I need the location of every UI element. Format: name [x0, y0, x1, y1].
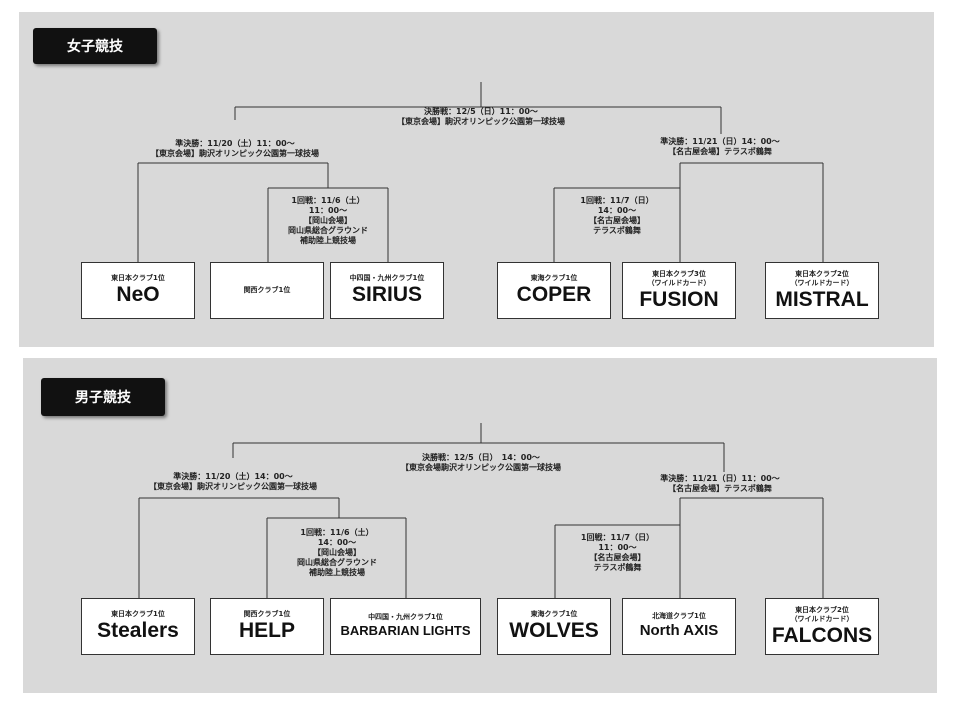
team-name: WOLVES [509, 619, 599, 642]
team-name: MISTRAL [775, 287, 869, 311]
team-name: Stealers [97, 619, 179, 642]
men-round1-right-info: 1回戦：11/7（日） 11：00～ 【名古屋会場】 テラスポ鶴舞 [580, 533, 655, 572]
team-name: FALCONS [771, 623, 873, 647]
women-team-card: 中四国・九州クラブ1位 SIRIUS [330, 262, 444, 319]
women-round1-left-info: 1回戦：11/6（土） 11：00～ 【岡山会場】 岡山県総合グラウンド 補助陸… [288, 196, 368, 245]
men-team-card: 関西クラブ1位 HELP [210, 598, 324, 655]
team-name: NeO [116, 283, 160, 306]
women-team-card: 東海クラブ1位 COPER [497, 262, 611, 319]
women-team-card: 東日本クラブ2位 （ワイルドカード） MISTRAL [765, 262, 879, 319]
women-team-card: 東日本クラブ1位 NeO [81, 262, 195, 319]
men-team-card: 中四国・九州クラブ1位 BARBARIAN LIGHTS [330, 598, 481, 655]
men-team-card: 東日本クラブ1位 Stealers [81, 598, 195, 655]
men-team-card: 北海道クラブ1位 North AXIS [622, 598, 736, 655]
team-seed: 東海クラブ1位 [530, 610, 578, 618]
team-seed: 東日本クラブ2位 （ワイルドカード） [790, 269, 854, 287]
team-name: North AXIS [639, 622, 719, 639]
team-seed: 東日本クラブ1位 [111, 610, 165, 618]
team-seed: 東海クラブ1位 [530, 274, 578, 282]
men-final-info: 決勝戦：12/5（日） 14：00～ 【東京会場駒沢オリンピック公園第一球技場 [401, 453, 561, 472]
men-semi-left-info: 準決勝：11/20（土）14：00～ 【東京会場】駒沢オリンピック公園第一球技場 [149, 472, 317, 491]
team-seed: 関西クラブ1位 [243, 610, 291, 618]
team-seed: 東日本クラブ3位 （ワイルドカード） [647, 269, 711, 287]
team-seed: 関西クラブ1位 [243, 286, 291, 294]
women-team-card: 関西クラブ1位 [210, 262, 324, 319]
women-semi-left-info: 準決勝：11/20（土）11：00～ 【東京会場】駒沢オリンピック公園第一球技場 [151, 139, 319, 158]
men-semi-right-info: 準決勝：11/21（日）11：00～ 【名古屋会場】テラスポ鶴舞 [660, 474, 780, 493]
men-team-card: 東海クラブ1位 WOLVES [497, 598, 611, 655]
team-name: COPER [516, 283, 592, 306]
team-name: BARBARIAN LIGHTS [340, 623, 471, 638]
women-round1-right-info: 1回戦：11/7（日） 14：00～ 【名古屋会場】 テラスポ鶴舞 [580, 196, 654, 235]
team-name: FUSION [639, 287, 719, 311]
women-section-title: 女子競技 [33, 28, 157, 64]
team-seed: 中四国・九州クラブ1位 [349, 274, 425, 282]
team-name: SIRIUS [351, 283, 422, 306]
team-seed: 東日本クラブ2位 （ワイルドカード） [790, 605, 854, 623]
men-section-title: 男子競技 [41, 378, 165, 416]
men-round1-left-info: 1回戦：11/6（土） 14：00～ 【岡山会場】 岡山県総合グラウンド 補助陸… [297, 528, 377, 577]
women-final-info: 決勝戦：12/5（日）11：00～ 【東京会場】駒沢オリンピック公園第一球技場 [397, 107, 565, 126]
men-team-card: 東日本クラブ2位 （ワイルドカード） FALCONS [765, 598, 879, 655]
team-seed: 北海道クラブ1位 [652, 612, 706, 620]
team-seed: 中四国・九州クラブ1位 [368, 613, 443, 621]
women-semi-right-info: 準決勝：11/21（日）14：00～ 【名古屋会場】テラスポ鶴舞 [660, 137, 780, 156]
team-seed: 東日本クラブ1位 [111, 274, 165, 282]
team-name: HELP [238, 619, 295, 642]
women-team-card: 東日本クラブ3位 （ワイルドカード） FUSION [622, 262, 736, 319]
